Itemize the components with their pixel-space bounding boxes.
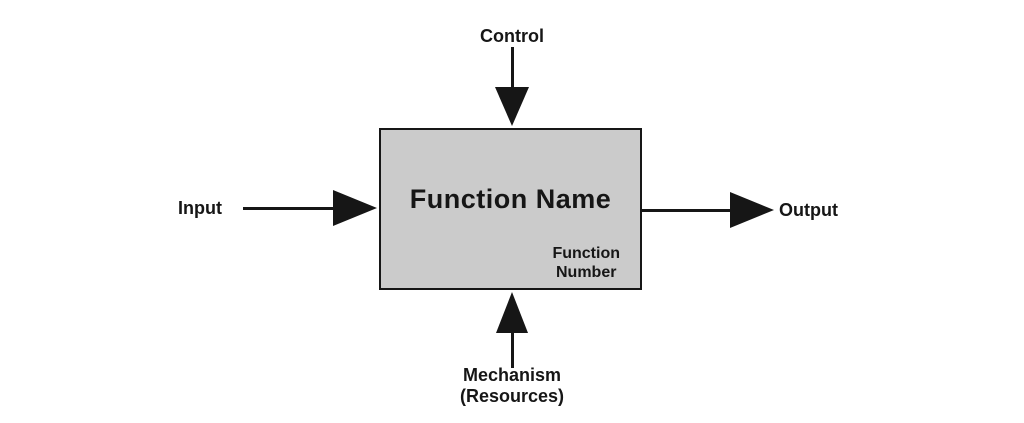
function-number-label: Function Number: [552, 245, 620, 282]
function-name-label: Function Name: [409, 184, 612, 214]
input-arrowhead-icon: [333, 190, 377, 226]
function-box: Function Name Function Number: [379, 128, 642, 290]
mechanism-label: Mechanism (Resources): [460, 365, 564, 407]
mechanism-label-line1: Mechanism: [462, 365, 562, 385]
input-arrow-line: [243, 207, 338, 210]
function-number-line2: Number: [556, 263, 617, 281]
output-arrowhead-icon: [730, 192, 774, 228]
control-arrowhead-icon: [495, 87, 529, 126]
control-arrow-line: [511, 47, 514, 92]
input-label: Input: [178, 198, 222, 218]
function-number-line1: Function: [552, 245, 620, 263]
mechanism-arrow-line: [511, 330, 514, 368]
output-arrow-line: [642, 209, 734, 212]
mechanism-arrowhead-icon: [496, 292, 528, 333]
mechanism-label-line2: (Resources): [459, 386, 565, 407]
control-label: Control: [480, 26, 544, 46]
output-label: Output: [779, 200, 838, 220]
